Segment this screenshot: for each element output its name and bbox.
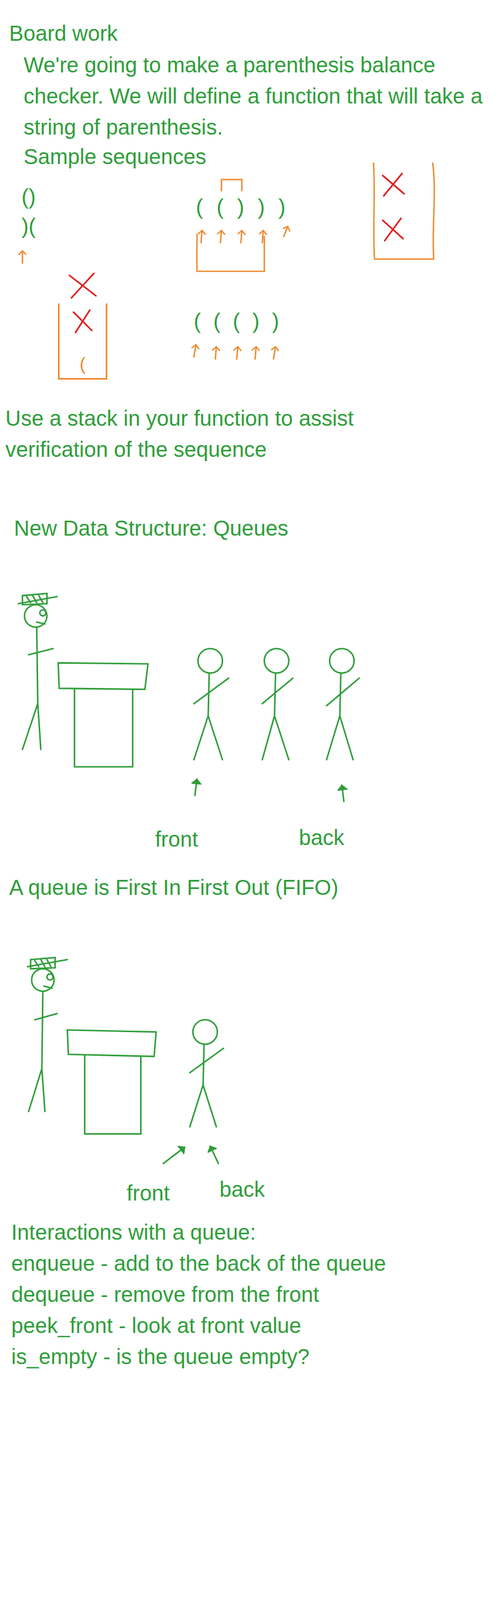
definition-text: A queue is First In First Out (FIFO) [9,875,339,902]
list-item: peek_front - look at front value [11,1313,302,1340]
sequence-text: ( ( ) ) ) [195,194,290,221]
pointer-label: front [126,1181,170,1207]
pointer-label: back [298,825,345,852]
sequence-text: )( [21,213,36,240]
stack-box: ( [57,303,108,380]
board-title: Board work [9,20,118,47]
section-text: Sample sequences [23,143,207,170]
pointer-label: back [219,1177,266,1204]
intro-text: We're going to make a parenthesis balanc… [23,49,491,143]
list-item: enqueue - add to the back of the queue [11,1251,386,1278]
list-item: is_empty - is the queue empty? [11,1344,310,1371]
stack-item: ( [79,354,86,375]
sequence-text: () [21,184,36,210]
note-text: Use a stack in your function to assist v… [5,403,392,466]
heading-text: New Data Structure: Queues [13,515,289,542]
sequence-text: ( ( ( ) ) [193,308,283,335]
pointer-label: front [155,826,199,853]
list-item: dequeue - remove from the front [11,1282,320,1309]
list-heading: Interactions with a queue: [11,1220,256,1247]
